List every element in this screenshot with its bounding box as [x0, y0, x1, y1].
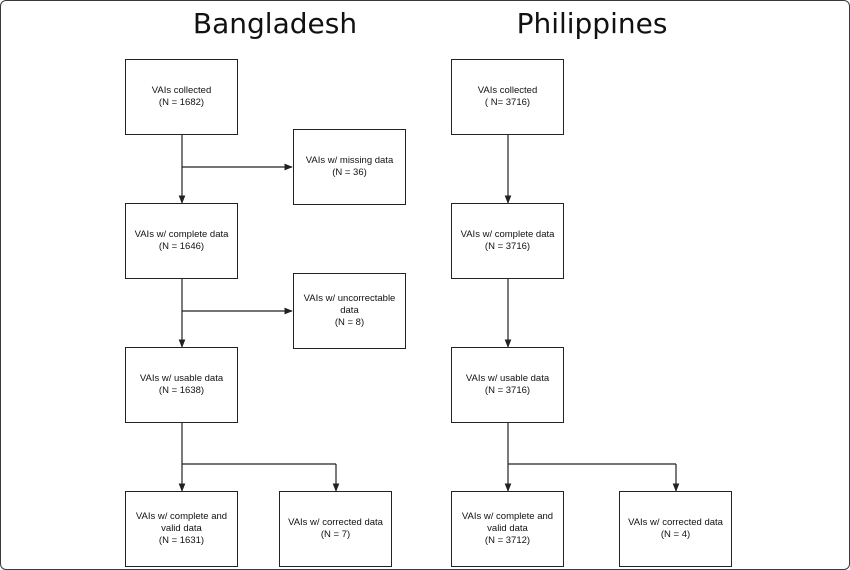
bd-uncorrectable-count: (N = 8): [334, 317, 365, 328]
ph-complete-label: VAIs w/ complete data: [460, 229, 555, 240]
bangladesh-title: Bangladesh: [192, 7, 358, 40]
bd-corrected-label: VAIs w/ corrected data: [288, 517, 383, 528]
bd-complete-count: (N = 1646): [158, 241, 205, 252]
bd-complete-box: VAIs w/ complete data (N = 1646): [125, 203, 238, 279]
bd-corrected-count: (N = 7): [320, 529, 351, 540]
philippines-title: Philippines: [516, 7, 668, 40]
ph-corrected-count: (N = 4): [660, 529, 691, 540]
ph-complete-valid-label-2: valid data: [487, 523, 528, 534]
bd-complete-valid-label-2: valid data: [161, 523, 202, 534]
bd-usable-label: VAIs w/ usable data: [139, 373, 224, 384]
ph-corrected-box: VAIs w/ corrected data (N = 4): [619, 491, 732, 567]
bd-usable-count: (N = 1638): [158, 385, 205, 396]
ph-complete-count: (N = 3716): [484, 241, 531, 252]
ph-complete-box: VAIs w/ complete data (N = 3716): [451, 203, 564, 279]
bd-collected-box: VAIs collected (N = 1682): [125, 59, 238, 135]
bd-collected-count: (N = 1682): [158, 97, 205, 108]
bd-complete-valid-count: (N = 1631): [158, 535, 205, 546]
ph-usable-label: VAIs w/ usable data: [465, 373, 550, 384]
ph-usable-count: (N = 3716): [484, 385, 531, 396]
ph-complete-valid-count: (N = 3712): [484, 535, 531, 546]
bd-collected-label: VAIs collected: [151, 85, 212, 96]
ph-collected-count: ( N= 3716): [484, 97, 531, 108]
bd-missing-label: VAIs w/ missing data: [305, 155, 394, 166]
bd-corrected-box: VAIs w/ corrected data (N = 7): [279, 491, 392, 567]
ph-complete-valid-label-1: VAIs w/ complete and: [461, 511, 554, 522]
bd-uncorrectable-label-2: data: [340, 305, 359, 316]
bd-usable-box: VAIs w/ usable data (N = 1638): [125, 347, 238, 423]
ph-usable-box: VAIs w/ usable data (N = 3716): [451, 347, 564, 423]
ph-corrected-label: VAIs w/ corrected data: [628, 517, 723, 528]
bd-uncorrectable-label-1: VAIs w/ uncorrectable: [303, 293, 396, 304]
ph-complete-valid-box: VAIs w/ complete and valid data (N = 371…: [451, 491, 564, 567]
bd-missing-box: VAIs w/ missing data (N = 36): [293, 129, 406, 205]
bd-missing-count: (N = 36): [332, 167, 367, 178]
bd-uncorrectable-box: VAIs w/ uncorrectable data (N = 8): [293, 273, 406, 349]
bd-complete-label: VAIs w/ complete data: [134, 229, 229, 240]
bd-complete-valid-box: VAIs w/ complete and valid data (N = 163…: [125, 491, 238, 567]
ph-collected-box: VAIs collected ( N= 3716): [451, 59, 564, 135]
ph-collected-label: VAIs collected: [477, 85, 538, 96]
bd-complete-valid-label-1: VAIs w/ complete and: [135, 511, 228, 522]
